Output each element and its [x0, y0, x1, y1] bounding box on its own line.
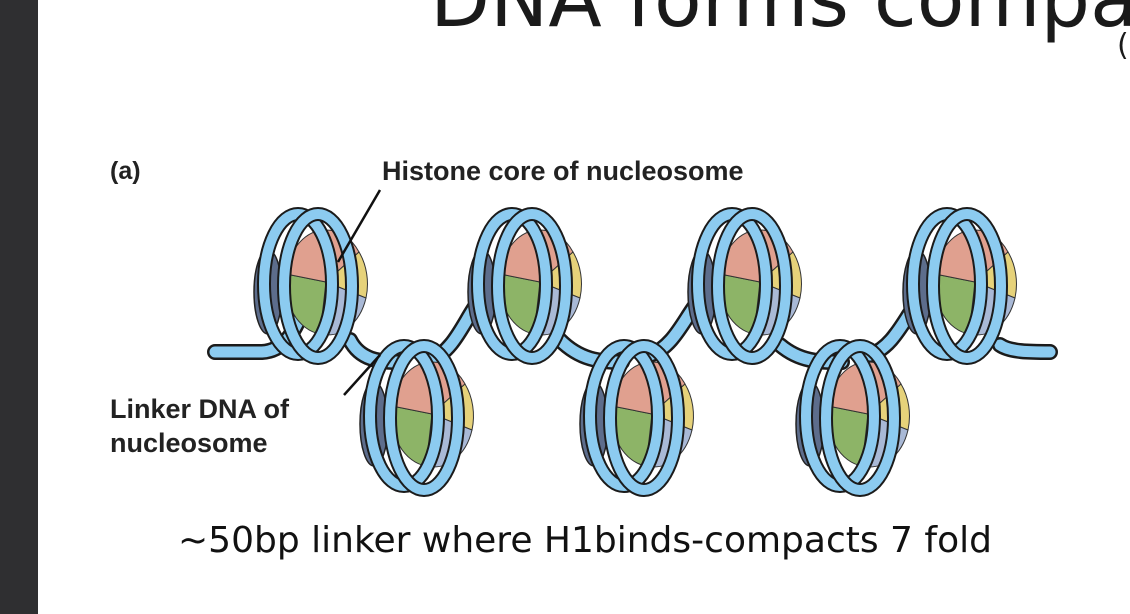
nucleosome-lower-2: [580, 346, 693, 490]
linker-pointer-line: [343, 354, 381, 396]
nucleosome-upper-3: [688, 214, 801, 358]
slide-caption: ~50bp linker where H1binds-compacts 7 fo…: [178, 520, 992, 561]
slide-title-cut-paren: (: [1117, 28, 1129, 63]
nucleosome-lower-3: [796, 346, 909, 490]
nucleosome-lower-1: [360, 346, 473, 490]
histone-core-label: Histone core of nucleosome: [382, 156, 744, 186]
nucleosome-upper-4: [903, 214, 1016, 358]
core-pointer-line: [336, 189, 382, 263]
linker-dna-label: Linker DNA of nucleosome: [110, 394, 290, 458]
panel-label: (a): [110, 157, 141, 185]
slide-title: DNA forms compa: [430, 0, 1130, 45]
left-window-bar: [0, 0, 38, 614]
